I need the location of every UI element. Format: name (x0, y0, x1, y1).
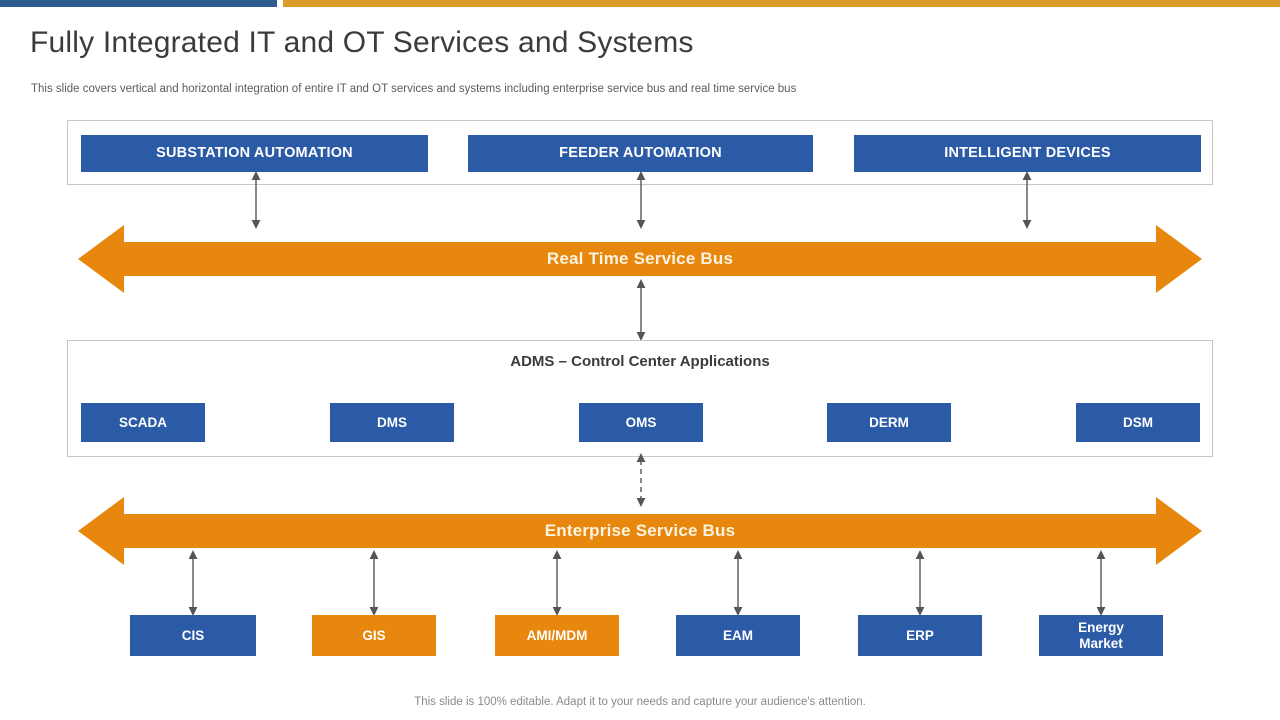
accent-bar-blue (0, 0, 277, 7)
connector-feeder-to-rtbus (629, 170, 653, 230)
connector-esb-to-gis (362, 549, 386, 617)
enterprise-service-bus[interactable]: Enterprise Service Bus (78, 497, 1202, 565)
connector-esb-to-cis (181, 549, 205, 617)
it-box-energy-market-line1: Energy (1078, 620, 1124, 636)
ot-box-substation-automation[interactable]: SUBSTATION AUTOMATION (81, 135, 428, 172)
page-subtitle: This slide covers vertical and horizonta… (31, 83, 797, 95)
connector-esb-to-eam (726, 549, 750, 617)
adms-panel-title: ADMS – Control Center Applications (510, 353, 770, 370)
accent-bar-orange (283, 0, 1280, 7)
ot-box-feeder-automation[interactable]: FEEDER AUTOMATION (468, 135, 813, 172)
it-box-energy-market-line2: Market (1079, 635, 1123, 651)
connector-rtbus-to-adms (629, 278, 653, 342)
adms-box-scada[interactable]: SCADA (81, 403, 205, 442)
adms-box-derm[interactable]: DERM (827, 403, 951, 442)
connector-esb-to-energy-market (1089, 549, 1113, 617)
it-box-ami-mdm[interactable]: AMI/MDM (495, 615, 619, 656)
adms-box-dsm[interactable]: DSM (1076, 403, 1200, 442)
it-box-energy-market[interactable]: Energy Market (1039, 615, 1163, 656)
connector-adms-to-esb (629, 452, 653, 508)
connector-intelligent-devices-to-rtbus (1015, 170, 1039, 230)
connector-esb-to-ami-mdm (545, 549, 569, 617)
adms-box-dms[interactable]: DMS (330, 403, 454, 442)
page-title: Fully Integrated IT and OT Services and … (30, 26, 694, 59)
it-box-eam[interactable]: EAM (676, 615, 800, 656)
it-box-gis[interactable]: GIS (312, 615, 436, 656)
it-box-erp[interactable]: ERP (858, 615, 982, 656)
it-box-cis[interactable]: CIS (130, 615, 256, 656)
connector-substation-to-rtbus (244, 170, 268, 230)
adms-box-oms[interactable]: OMS (579, 403, 703, 442)
connector-esb-to-erp (908, 549, 932, 617)
slide-footer-note: This slide is 100% editable. Adapt it to… (414, 696, 866, 708)
ot-box-intelligent-devices[interactable]: INTELLIGENT DEVICES (854, 135, 1201, 172)
